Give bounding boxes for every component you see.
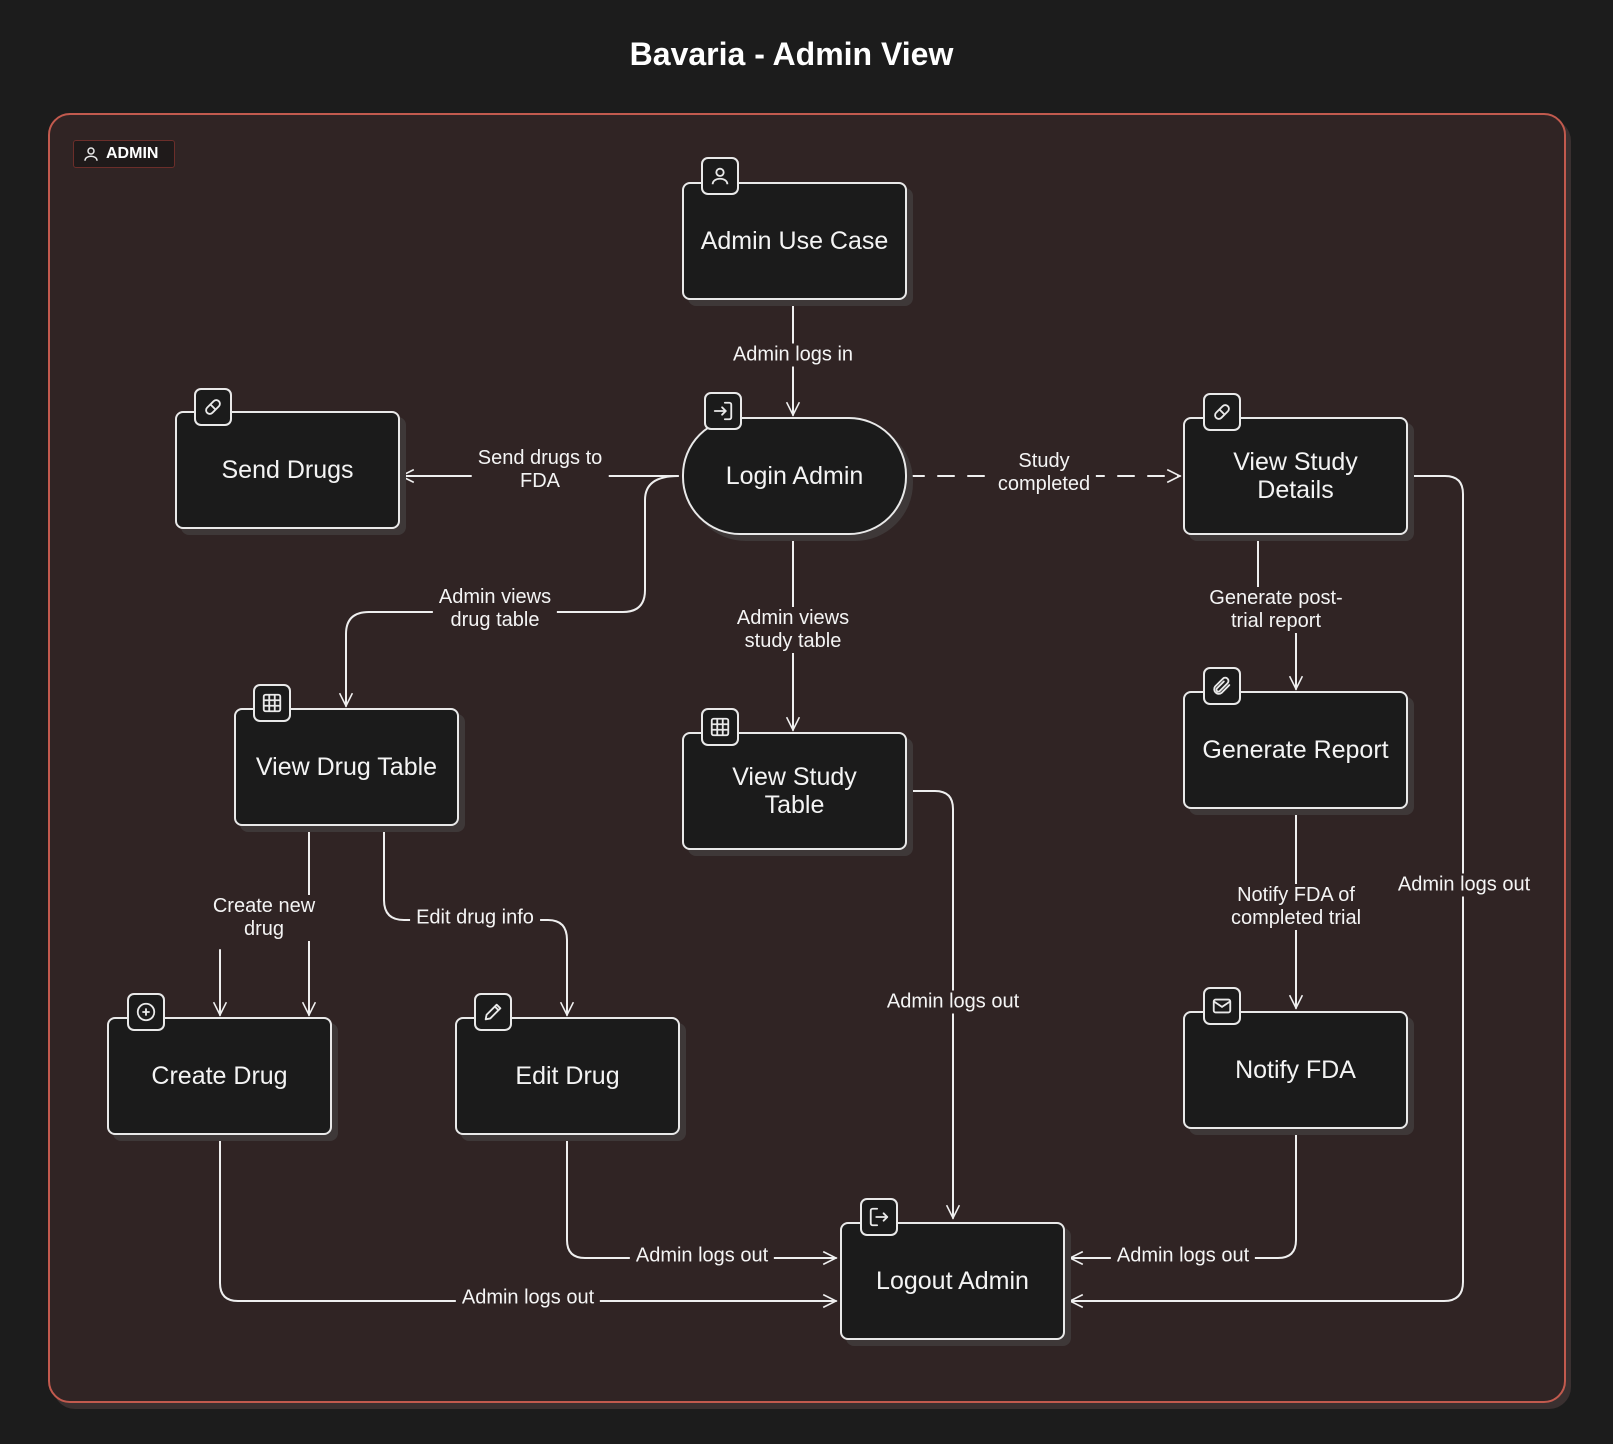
node-view-study-details[interactable]: View Study Details	[1183, 417, 1408, 535]
table-icon	[253, 684, 291, 722]
node-label: Send Drugs	[221, 456, 354, 484]
table-icon	[701, 708, 739, 746]
edge-edit-drug-logout	[566, 1136, 836, 1258]
swimlane-label-text: ADMIN	[106, 145, 159, 162]
swimlane-label: ADMIN	[73, 140, 175, 168]
node-label: View Study Table	[732, 763, 857, 819]
edge-label-details-logout: Admin logs out	[1391, 873, 1537, 897]
edge-label-admin-views-study-table: Admin views study table	[730, 607, 856, 653]
user-icon	[701, 157, 739, 195]
pencil-icon	[474, 993, 512, 1031]
edge-label-edit-drug-info: Edit drug info	[410, 906, 540, 930]
sign-in-icon	[704, 392, 742, 430]
edge-label-notify-fda-logout: Admin logs out	[1110, 1244, 1256, 1268]
node-label: Logout Admin	[876, 1267, 1029, 1295]
node-view-study-table[interactable]: View Study Table	[682, 732, 907, 850]
edge-label-study-completed: Study completed	[991, 450, 1097, 496]
sign-out-icon	[860, 1198, 898, 1236]
node-label: Generate Report	[1202, 736, 1389, 764]
node-generate-report[interactable]: Generate Report	[1183, 691, 1408, 809]
node-label: Login Admin	[725, 462, 864, 490]
node-label: Create Drug	[151, 1062, 288, 1090]
edge-label-edit-drug-logout: Admin logs out	[629, 1244, 775, 1268]
node-label: View Drug Table	[255, 753, 438, 781]
edge-views-drug-table	[346, 475, 679, 706]
node-send-drugs[interactable]: Send Drugs	[175, 411, 400, 529]
node-label: Edit Drug	[515, 1062, 620, 1090]
node-edit-drug[interactable]: Edit Drug	[455, 1017, 680, 1135]
pill-icon	[194, 388, 232, 426]
diagram-title: Bavaria - Admin View	[629, 36, 954, 72]
edge-label-send-drugs-to-fda: Send drugs to FDA	[471, 447, 609, 493]
edge-label-admin-views-drug-table: Admin views drug table	[432, 586, 558, 632]
edge-label-create-new-drug: Create new drug	[206, 895, 322, 941]
plus-circle-icon	[127, 993, 165, 1031]
edge-notify-fda-logout	[1070, 1129, 1297, 1258]
edge-label-create-drug-logout: Admin logs out	[455, 1286, 601, 1310]
edge-label-notify-fda-of-completed-trial: Notify FDA of completed trial	[1224, 884, 1368, 930]
node-logout-admin[interactable]: Logout Admin	[840, 1222, 1065, 1340]
edge-create-drug-logout	[219, 1136, 836, 1301]
edge-label-generate-post-trial-report: Generate post- trial report	[1203, 587, 1349, 633]
edge-study-table-logout	[907, 790, 953, 1218]
edge-label-admin-logs-in: Admin logs in	[726, 343, 860, 367]
node-login-admin[interactable]: Login Admin	[682, 417, 907, 535]
paperclip-icon	[1203, 667, 1241, 705]
node-view-drug-table[interactable]: View Drug Table	[234, 708, 459, 826]
node-notify-fda[interactable]: Notify FDA	[1183, 1011, 1408, 1129]
node-label: View Study Details	[1233, 448, 1358, 504]
node-create-drug[interactable]: Create Drug	[107, 1017, 332, 1135]
mail-icon	[1203, 987, 1241, 1025]
node-admin-use-case[interactable]: Admin Use Case	[682, 182, 907, 300]
node-label: Admin Use Case	[700, 227, 889, 255]
edge-label-study-table-logout: Admin logs out	[880, 990, 1026, 1014]
pill-icon	[1203, 393, 1241, 431]
user-icon	[84, 147, 98, 161]
node-label: Notify FDA	[1235, 1056, 1356, 1084]
